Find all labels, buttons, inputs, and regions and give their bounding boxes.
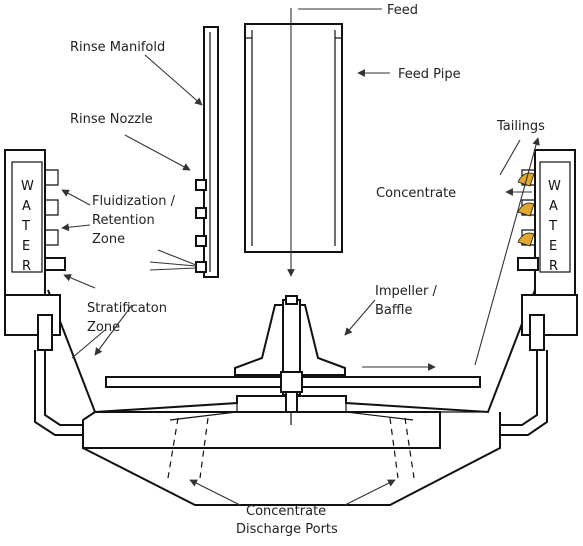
concentrate-accent	[517, 202, 535, 217]
water-letter: W	[21, 179, 34, 194]
label-feed: Feed	[387, 3, 418, 18]
water-letter: W	[548, 179, 561, 194]
water-letter: A	[22, 199, 31, 214]
label-impeller-2: Baffle	[375, 303, 412, 318]
label-fluidization-2: Retention	[92, 213, 155, 228]
label-rinse-manifold: Rinse Manifold	[70, 40, 165, 55]
water-jacket-left	[4, 149, 83, 436]
water-letter: A	[549, 199, 558, 214]
label-impeller-1: Impeller /	[375, 284, 437, 299]
water-letter: R	[549, 259, 558, 274]
water-label-right: W A T E R	[548, 179, 561, 274]
feed-pipe	[244, 8, 343, 277]
concentrate-accent	[517, 232, 535, 247]
label-feed-pipe: Feed Pipe	[398, 67, 461, 82]
label-tailings: Tailings	[496, 119, 545, 134]
label-concentrate: Concentrate	[376, 186, 456, 201]
label-stratification-2: Zone	[87, 320, 120, 335]
leader-arrows	[61, 8, 540, 506]
impeller	[105, 295, 481, 425]
label-stratification-1: Stratificaton	[87, 301, 167, 316]
label-fluidization-3: Zone	[92, 232, 125, 247]
label-discharge-2: Discharge Ports	[236, 522, 338, 537]
label-fluidization-1: Fluidization /	[92, 194, 176, 209]
label-discharge-1: Concentrate	[246, 504, 326, 519]
water-letter: E	[22, 239, 30, 254]
water-letter: E	[549, 239, 557, 254]
water-letter: T	[548, 219, 557, 234]
water-label-left: W A T E R	[21, 179, 34, 274]
water-jacket-right	[500, 149, 578, 436]
labels: Feed Feed Pipe Rinse Manifold Rinse Nozz…	[70, 3, 545, 537]
water-letter: T	[21, 219, 30, 234]
label-rinse-nozzle: Rinse Nozzle	[70, 112, 153, 127]
rinse-manifold	[195, 26, 219, 278]
water-letter: R	[22, 259, 31, 274]
